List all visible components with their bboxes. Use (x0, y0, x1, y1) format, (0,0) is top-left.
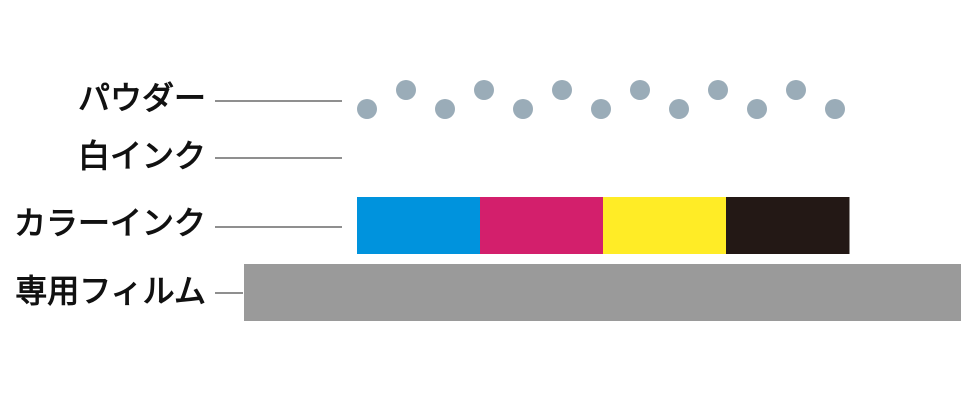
label-white-ink: 白インク (77, 137, 206, 175)
powder-dot (786, 80, 806, 100)
powder-dot (825, 99, 845, 119)
powder-dot (747, 99, 767, 119)
leader-color-ink (215, 226, 342, 228)
color-ink-layer (357, 197, 850, 254)
ink-segment-yellow (603, 197, 727, 254)
powder-dot (513, 99, 533, 119)
label-color-ink: カラーインク (13, 204, 206, 242)
leader-powder (215, 100, 342, 102)
powder-dot (669, 99, 689, 119)
label-powder: パウダー (77, 79, 206, 117)
powder-dot (474, 80, 494, 100)
powder-dot (435, 99, 455, 119)
ink-segment-cyan (357, 197, 481, 254)
powder-dot (591, 99, 611, 119)
powder-dot (357, 99, 377, 119)
powder-layer (357, 80, 845, 119)
powder-dot (396, 80, 416, 100)
film-layer (244, 264, 961, 321)
powder-dot (630, 80, 650, 100)
powder-dot (708, 80, 728, 100)
ink-segment-black (726, 197, 850, 254)
ink-segment-magenta (480, 197, 604, 254)
white-ink-layer (357, 140, 849, 174)
label-film: 専用フィルム (15, 272, 206, 310)
leader-film (215, 292, 243, 294)
leader-white-ink (215, 157, 342, 159)
powder-dot (552, 80, 572, 100)
